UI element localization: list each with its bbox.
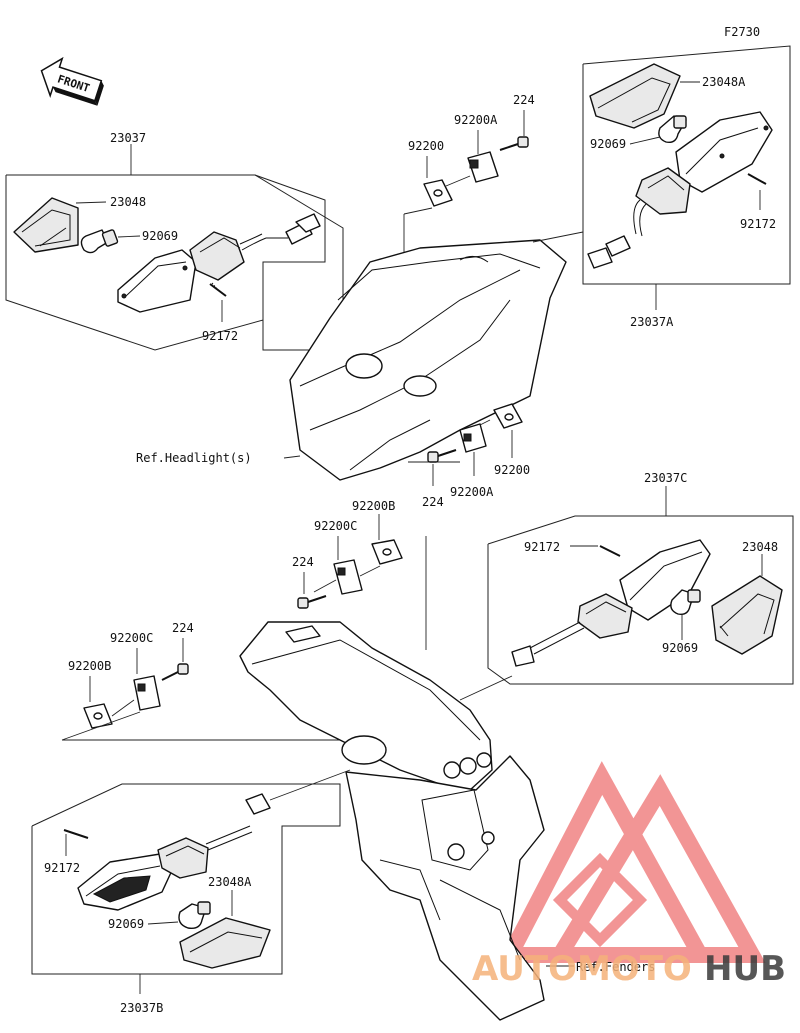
turn-signal-23037C-body	[577, 539, 711, 639]
callout-23048-c: 23048	[742, 540, 778, 554]
turn-signal-23037B-body	[77, 837, 209, 911]
callout-ref-fenders: Ref.Fenders	[576, 960, 655, 974]
lens-23048A-top	[589, 63, 681, 129]
lens-23048-right	[711, 575, 783, 655]
wire-23037A	[633, 199, 641, 235]
watermark-logo	[496, 761, 766, 963]
bracket-92200C-a	[333, 559, 363, 595]
callout-23037C: 23037C	[644, 471, 687, 485]
callout-92172-b: 92172	[740, 217, 776, 231]
wire-23037B	[205, 825, 251, 845]
rear-fender	[239, 621, 545, 1021]
callout-224-a: 224	[292, 555, 314, 569]
grommet-92200B-b	[83, 703, 113, 729]
callout-92172-a: 92172	[202, 329, 238, 343]
headlight-cowl	[289, 239, 567, 481]
screw-92172-top	[747, 173, 767, 185]
front-arrow-icon: FRONT	[40, 56, 104, 106]
group-23037-box	[5, 174, 344, 351]
group-23037A-box	[582, 45, 791, 285]
grommet-92200-mid	[493, 403, 523, 429]
bulb-92069-top	[658, 115, 687, 144]
callout-92069-a: 92069	[142, 229, 178, 243]
leader-92069-a	[117, 235, 141, 238]
wire-23037C	[529, 621, 581, 649]
grommet-92200-top	[423, 179, 453, 207]
bracket-92200A-mid	[459, 423, 487, 453]
callout-92200-mid: 92200	[494, 463, 530, 477]
bolt-224-b	[161, 663, 189, 681]
connector-23037	[266, 213, 321, 245]
lens-23048A-bottom	[179, 917, 271, 969]
callout-92200A-mid: 92200A	[450, 485, 494, 499]
bulb-92069-right	[670, 589, 701, 616]
bulb-92069-bottom	[178, 901, 211, 930]
bolt-224-top	[499, 136, 529, 151]
connector-23037A	[587, 235, 631, 269]
callout-23037A: 23037A	[630, 315, 674, 329]
screw-92172-bottom	[63, 829, 89, 839]
connector-23037C	[511, 645, 535, 667]
leader-ref-headlight	[283, 455, 301, 459]
leader-92069-d	[147, 921, 179, 925]
callout-92172-c: 92172	[524, 540, 560, 554]
callout-23048-a: 23048	[110, 195, 146, 209]
callout-92069-d: 92069	[108, 917, 144, 931]
watermark-text: AUTOMOTO HUB	[472, 949, 786, 989]
callout-224-top: 224	[513, 93, 535, 107]
callout-92200-top: 92200	[408, 139, 444, 153]
screw-92172-right	[599, 545, 621, 557]
connector-23037B	[245, 793, 271, 815]
callout-92069-c: 92069	[662, 641, 698, 655]
figure-id: F2730	[724, 25, 760, 39]
group-23037C-box	[487, 515, 794, 685]
callout-224-b: 224	[172, 621, 194, 635]
callout-23037B: 23037B	[120, 1001, 163, 1015]
group-23037B-box	[31, 783, 341, 975]
watermark-text-part1: AUTOMOTO	[472, 949, 692, 989]
callout-224-mid: 224	[422, 495, 444, 509]
screw-92172-left	[209, 282, 227, 297]
watermark-text-part2: HUB	[704, 949, 786, 989]
bracket-92200A-top	[467, 151, 499, 183]
leader-23048-a	[75, 201, 107, 204]
callout-ref-headlight: Ref.Headlight(s)	[136, 451, 252, 465]
callout-23037: 23037	[110, 131, 146, 145]
wire-23037	[239, 233, 263, 245]
callout-92200A-top: 92200A	[454, 113, 498, 127]
lens-23048-left	[13, 197, 79, 253]
bolt-224-mid	[427, 449, 457, 463]
turn-signal-23037A-body	[635, 111, 773, 215]
callout-23048A-d: 23048A	[208, 875, 252, 889]
callout-23048A-top: 23048A	[702, 75, 746, 89]
callout-92200B-b: 92200B	[68, 659, 111, 673]
callout-92069-b: 92069	[590, 137, 626, 151]
callout-92200C-b: 92200C	[110, 631, 153, 645]
callout-92200C-a: 92200C	[314, 519, 357, 533]
bolt-224-a	[297, 595, 327, 609]
grommet-92200B-a	[371, 539, 403, 565]
callout-92172-d: 92172	[44, 861, 80, 875]
bulb-92069-left	[80, 229, 119, 254]
turn-signal-23037-body	[117, 231, 245, 313]
callout-92200B-a: 92200B	[352, 499, 395, 513]
bracket-92200C-b	[133, 675, 161, 711]
leader-92069-b	[629, 136, 661, 145]
